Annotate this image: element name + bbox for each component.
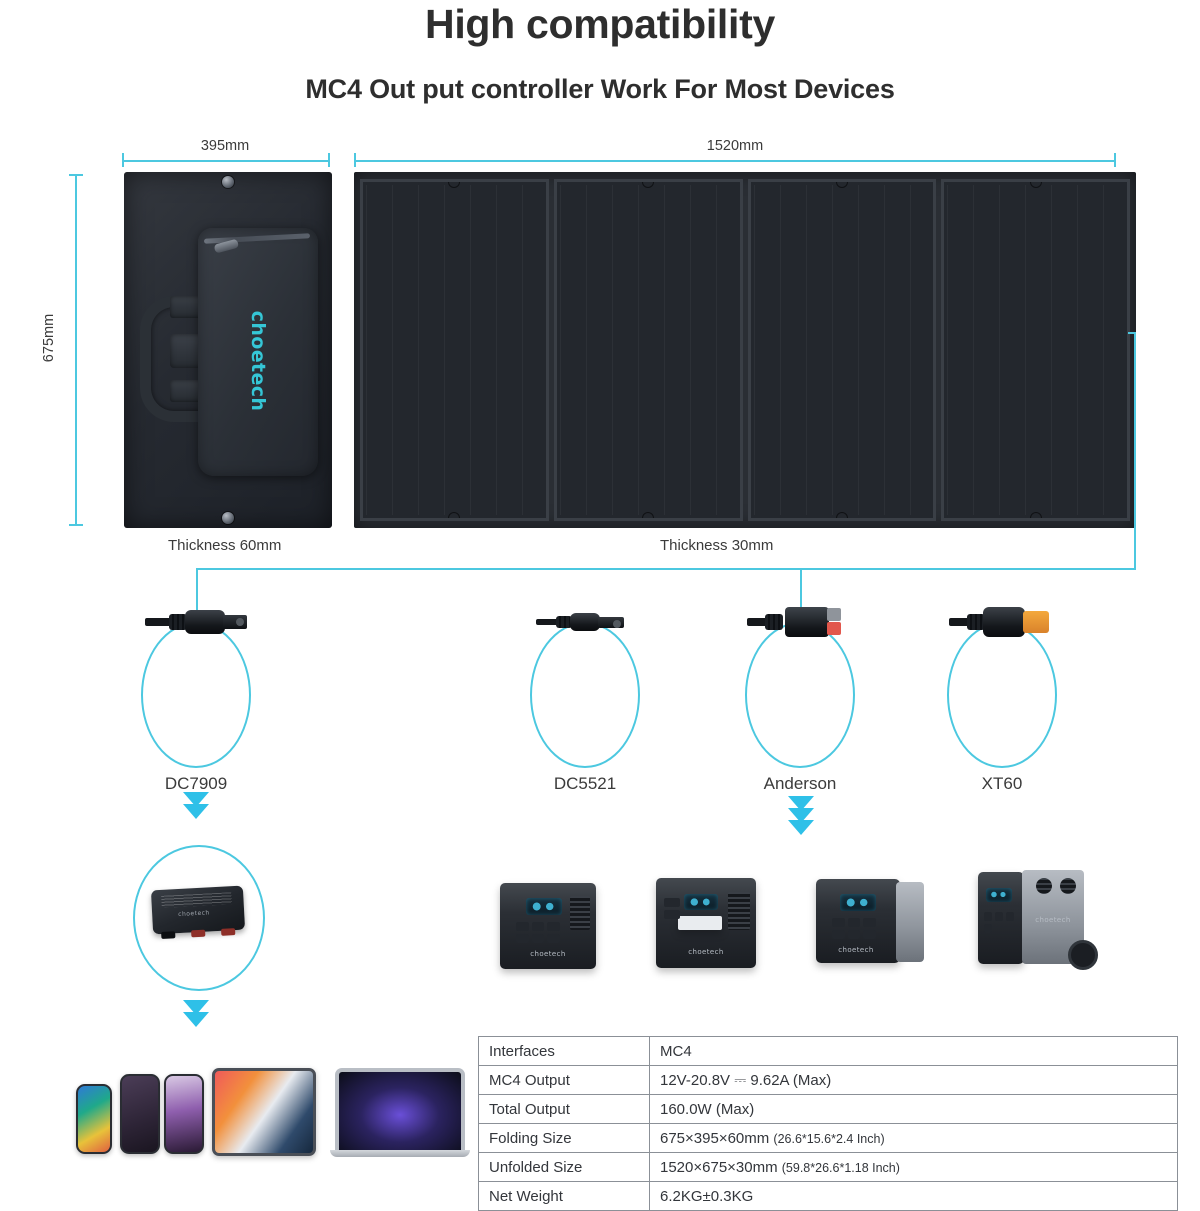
connector-label: Anderson (763, 774, 837, 793)
power-station-3: choetech (812, 866, 932, 970)
unfolded-solar-panel (354, 172, 1136, 528)
station-brand: choetech (530, 950, 566, 958)
dimension-cap-675-bottom (69, 524, 83, 526)
grommet-icon (643, 513, 653, 518)
grommet-icon (222, 176, 234, 188)
arrow-adapter-to-devices (183, 1000, 209, 1027)
usb-port-icon (191, 929, 206, 938)
zipper-pull-icon (213, 238, 240, 254)
grommet-icon (222, 512, 234, 524)
connector-outline (745, 622, 855, 768)
dimension-rule-395 (122, 160, 330, 162)
wire-drop-dc7909 (196, 568, 198, 622)
laptop (330, 1068, 470, 1160)
zipper-pouch: choetech (198, 228, 318, 476)
dimension-cap-1520-right (1114, 153, 1116, 167)
station-brand: choetech (688, 948, 724, 956)
dimension-rule-675 (75, 174, 77, 526)
power-station-2: choetech (650, 872, 762, 970)
dimension-cap-675-top (69, 174, 83, 176)
spec-value: 6.2KG±0.3KG (649, 1181, 1178, 1211)
spec-key: MC4 Output (478, 1065, 650, 1095)
wire-horizontal-bus (196, 568, 1136, 570)
panel-section (747, 179, 937, 521)
dimension-cap-395-right (328, 153, 330, 167)
smartphone-white (164, 1074, 204, 1154)
panel-section (941, 179, 1130, 521)
laptop-base (330, 1150, 470, 1157)
zipper (203, 233, 311, 254)
table-row: Unfolded Size 1520×675×30mm (59.8*26.6*1… (478, 1152, 1178, 1182)
grommet-icon (837, 513, 847, 518)
usb-port-icon (161, 931, 176, 939)
connector-outline (530, 622, 640, 768)
adapter-brand: choetech (178, 909, 210, 919)
spec-value: 675×395×60mm (26.6*15.6*2.4 Inch) (649, 1123, 1178, 1153)
arrow-anderson-to-stations (788, 796, 814, 835)
spec-value: 12V-20.8V ⎓ 9.62A (Max) (649, 1065, 1178, 1095)
laptop-screen (335, 1068, 465, 1150)
spec-value: 160.0W (Max) (649, 1094, 1178, 1124)
folded-solar-panel: choetech (124, 172, 332, 528)
usb-port-icon (221, 928, 236, 936)
dimension-cap-1520-left (354, 153, 356, 167)
smartphone-android (76, 1084, 112, 1154)
connector-label: DC5521 (553, 774, 617, 793)
station-brand: choetech (838, 946, 874, 954)
station-brand: choetech (1035, 916, 1071, 924)
adapter-label-print (161, 892, 232, 908)
dimension-label-395: 395mm (200, 138, 250, 154)
tablet (212, 1068, 316, 1156)
smartphone-purple (120, 1074, 160, 1154)
grommet-icon (449, 513, 459, 518)
table-row: Interfaces MC4 (478, 1036, 1178, 1066)
table-row: Total Output 160.0W (Max) (478, 1094, 1178, 1124)
connector-label: DC7909 (164, 774, 228, 793)
dimension-label-1520: 1520mm (706, 138, 764, 154)
wire-panel-right-stub (1128, 332, 1136, 334)
table-row: Net Weight 6.2KG±0.3KG (478, 1181, 1178, 1211)
dimension-rule-1520 (354, 160, 1116, 162)
power-station-4: choetech (972, 862, 1100, 974)
multi-port-adapter-hub: choetech (150, 885, 246, 939)
grommet-icon (1031, 513, 1041, 518)
connector-outline (947, 622, 1057, 768)
thickness-label-unfolded: Thickness 30mm (660, 537, 774, 554)
panel-section (553, 179, 743, 521)
panel-section (360, 179, 549, 521)
wire-panel-right-drop (1134, 332, 1136, 570)
grommet-icon (1031, 182, 1041, 187)
wire-drop-anderson (800, 568, 802, 622)
dimension-label-675: 675mm (41, 313, 57, 363)
spec-key: Interfaces (478, 1036, 650, 1066)
connector-label: XT60 (981, 774, 1023, 793)
table-row: Folding Size 675×395×60mm (26.6*15.6*2.4… (478, 1123, 1178, 1153)
table-row: MC4 Output 12V-20.8V ⎓ 9.62A (Max) (478, 1065, 1178, 1095)
dimension-cap-395-left (122, 153, 124, 167)
thickness-label-folded: Thickness 60mm (168, 537, 282, 554)
spec-value: 1520×675×30mm (59.8*26.6*1.18 Inch) (649, 1152, 1178, 1182)
spec-key: Unfolded Size (478, 1152, 650, 1182)
specification-table: Interfaces MC4 MC4 Output 12V-20.8V ⎓ 9.… (478, 1036, 1178, 1211)
power-station-1: choetech (494, 872, 602, 970)
page-title: High compatibility (425, 1, 775, 47)
spec-key: Net Weight (478, 1181, 650, 1211)
page-subtitle: MC4 Out put controller Work For Most Dev… (305, 74, 895, 104)
connector-outline (141, 622, 251, 768)
spec-value: MC4 (649, 1036, 1178, 1066)
spec-table-body: Interfaces MC4 MC4 Output 12V-20.8V ⎓ 9.… (478, 1036, 1178, 1211)
spec-key: Total Output (478, 1094, 650, 1124)
spec-key: Folding Size (478, 1123, 650, 1153)
brand-logo-folded: choetech (247, 310, 269, 412)
arrow-dc7909-to-adapter (183, 792, 209, 819)
